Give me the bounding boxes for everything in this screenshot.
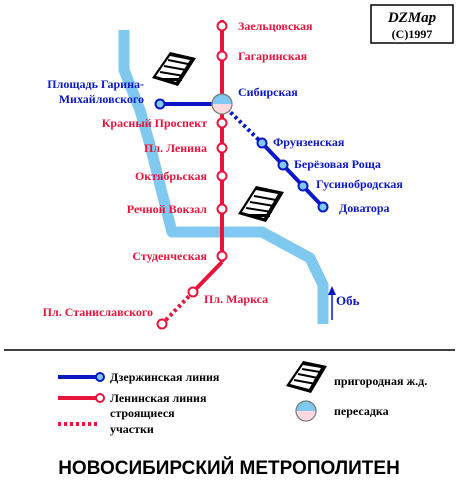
station-icon[interactable] bbox=[187, 286, 199, 298]
station-icon[interactable] bbox=[216, 20, 228, 32]
legend-suburban-label: пригородная ж.д. bbox=[334, 374, 427, 388]
leninskaya-line-construction bbox=[160, 290, 195, 326]
legend-leninskaya-label: Ленинская линия bbox=[110, 391, 207, 405]
station-label-beryozovaya-roshcha: Берёзовая Роща bbox=[294, 157, 381, 171]
station-label-gusinobrodskaya: Гусинобродская bbox=[316, 177, 403, 191]
leninskaya-line-south bbox=[191, 260, 224, 294]
station-icon[interactable] bbox=[156, 318, 168, 330]
transfer-icon[interactable] bbox=[211, 93, 233, 115]
station-label-sibirskaya: Сибирская bbox=[238, 85, 298, 99]
train-icon bbox=[148, 48, 196, 88]
legend-construction-label-2: участки bbox=[110, 422, 154, 436]
station-icon[interactable] bbox=[256, 137, 268, 149]
station-label-pl-garina-1: Площадь Гарина- bbox=[47, 77, 144, 91]
transfer-icon bbox=[295, 400, 317, 422]
logo-brand: DZMap bbox=[387, 10, 437, 26]
station-icon[interactable] bbox=[216, 203, 228, 215]
logo: DZMap (C)1997 bbox=[370, 4, 454, 44]
legend: Дзержинская линия Ленинская линия строящ… bbox=[58, 361, 427, 436]
map-title: НОВОСИБИРСКИЙ МЕТРОПОЛИТЕН bbox=[58, 457, 400, 479]
station-label-studencheskaya: Студенческая bbox=[132, 249, 207, 263]
legend-construction-label-1: строящиеся bbox=[110, 406, 175, 420]
station-label-gagarinskaya: Гагаринская bbox=[238, 49, 308, 63]
station-icon[interactable] bbox=[297, 180, 309, 192]
station-label-pl-garina-2: Михайловского bbox=[59, 92, 144, 106]
station-icon[interactable] bbox=[216, 170, 228, 182]
station-icon bbox=[95, 372, 105, 382]
station-icon[interactable] bbox=[277, 159, 289, 171]
station-label-dovatora: Доватора bbox=[339, 201, 390, 215]
station-icon bbox=[95, 393, 105, 403]
dzerzhinskaya-line-east bbox=[260, 141, 325, 209]
station-icon[interactable] bbox=[216, 117, 228, 129]
river-label: Обь bbox=[336, 293, 360, 308]
station-label-pl-stanislavskogo: Пл. Станиславского bbox=[43, 305, 153, 319]
station-label-zaeltsovskaya: Заельцовская bbox=[238, 19, 313, 33]
logo-copyright: (C)1997 bbox=[392, 27, 433, 41]
station-label-krasny-prospekt: Красный Проспект bbox=[102, 116, 207, 130]
station-icon[interactable] bbox=[317, 201, 329, 213]
station-label-frunzenskaya: Фрунзенская bbox=[273, 135, 345, 149]
station-icon[interactable] bbox=[154, 98, 166, 110]
train-icon bbox=[286, 361, 327, 393]
station-label-rechnoy-vokzal: Речной Вокзал bbox=[127, 202, 207, 216]
station-icon[interactable] bbox=[216, 250, 228, 262]
station-icon[interactable] bbox=[216, 50, 228, 62]
river-ob bbox=[118, 30, 329, 324]
arrow-up-icon bbox=[328, 286, 336, 295]
station-icon[interactable] bbox=[216, 142, 228, 154]
legend-dzerzhinskaya-label: Дзержинская линия bbox=[110, 370, 220, 384]
train-icon bbox=[234, 182, 284, 224]
legend-transfer-label: пересадка bbox=[334, 404, 389, 418]
station-label-oktyabrskaya: Октябрьская bbox=[135, 169, 208, 183]
station-label-pl-marksa: Пл. Маркса bbox=[204, 292, 268, 306]
station-label-pl-lenina: Пл. Ленина bbox=[144, 141, 207, 155]
